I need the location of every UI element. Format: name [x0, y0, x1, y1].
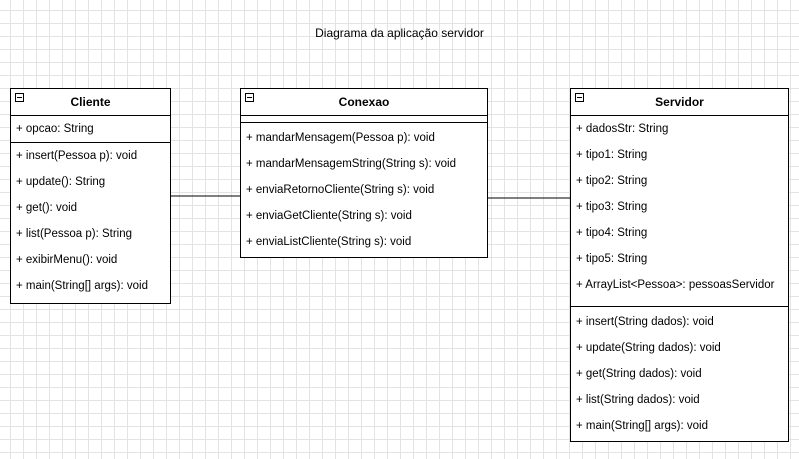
operation-row: + exibirMenu(): void	[16, 254, 118, 266]
class-cliente-operations: + insert(Pessoa p): void + update(): Str…	[11, 142, 170, 303]
operation-row: + enviaListCliente(String s): void	[246, 236, 412, 248]
attribute-row: + ArrayList<Pessoa>: pessoasServidor	[576, 279, 775, 291]
class-conexao-empty-attributes	[241, 116, 487, 123]
attribute-row: + tipo5: String	[576, 253, 648, 265]
operation-row: + list(Pessoa p): String	[16, 228, 133, 240]
class-servidor-attributes: + dadosStr: String + tipo1: String + tip…	[571, 116, 788, 306]
diagram-title: Diagrama da aplicação servidor	[315, 26, 484, 40]
class-cliente-name: Cliente	[70, 95, 111, 109]
class-servidor-name: Servidor	[655, 95, 704, 109]
class-cliente-header: Cliente	[11, 89, 170, 116]
attribute-row: + dadosStr: String	[576, 123, 669, 135]
class-conexao-name: Conexao	[338, 95, 390, 109]
class-servidor[interactable]: Servidor + dadosStr: String + tipo1: Str…	[570, 88, 789, 442]
operation-row: + insert(String dados): void	[576, 316, 714, 328]
class-conexao[interactable]: Conexao + mandarMensagem(Pessoa p): void…	[240, 88, 488, 258]
attribute-row: + opcao: String	[16, 123, 94, 135]
operation-row: + insert(Pessoa p): void	[16, 150, 138, 162]
collapse-icon[interactable]	[575, 93, 584, 102]
operation-row: + update(): String	[16, 176, 106, 188]
operation-row: + list(String dados): void	[576, 394, 700, 406]
collapse-icon[interactable]	[245, 93, 254, 102]
class-cliente[interactable]: Cliente + opcao: String + insert(Pessoa …	[10, 88, 171, 304]
operation-row: + mandarMensagem(Pessoa p): void	[246, 132, 435, 144]
attribute-row: + tipo4: String	[576, 227, 648, 239]
operation-row: + get(String dados): void	[576, 368, 702, 380]
class-conexao-operations: + mandarMensagem(Pessoa p): void + manda…	[241, 123, 487, 257]
class-conexao-header: Conexao	[241, 89, 487, 116]
attribute-row: + tipo2: String	[576, 175, 648, 187]
operation-row: + mandarMensagemString(String s): void	[246, 158, 456, 170]
operation-row: + update(String dados): void	[576, 342, 721, 354]
attribute-row: + tipo1: String	[576, 149, 648, 161]
collapse-icon[interactable]	[15, 93, 24, 102]
operation-row: + get(): void	[16, 202, 78, 214]
attribute-row: + tipo3: String	[576, 201, 648, 213]
operation-row: + enviaRetornoCliente(String s): void	[246, 184, 435, 196]
operation-row: + main(String[] args): void	[16, 280, 148, 292]
class-servidor-header: Servidor	[571, 89, 788, 116]
operation-row: + main(String[] args): void	[576, 420, 708, 432]
class-cliente-attributes: + opcao: String	[11, 116, 170, 142]
class-servidor-operations: + insert(String dados): void + update(St…	[571, 306, 788, 441]
operation-row: + enviaGetCliente(String s): void	[246, 210, 412, 222]
